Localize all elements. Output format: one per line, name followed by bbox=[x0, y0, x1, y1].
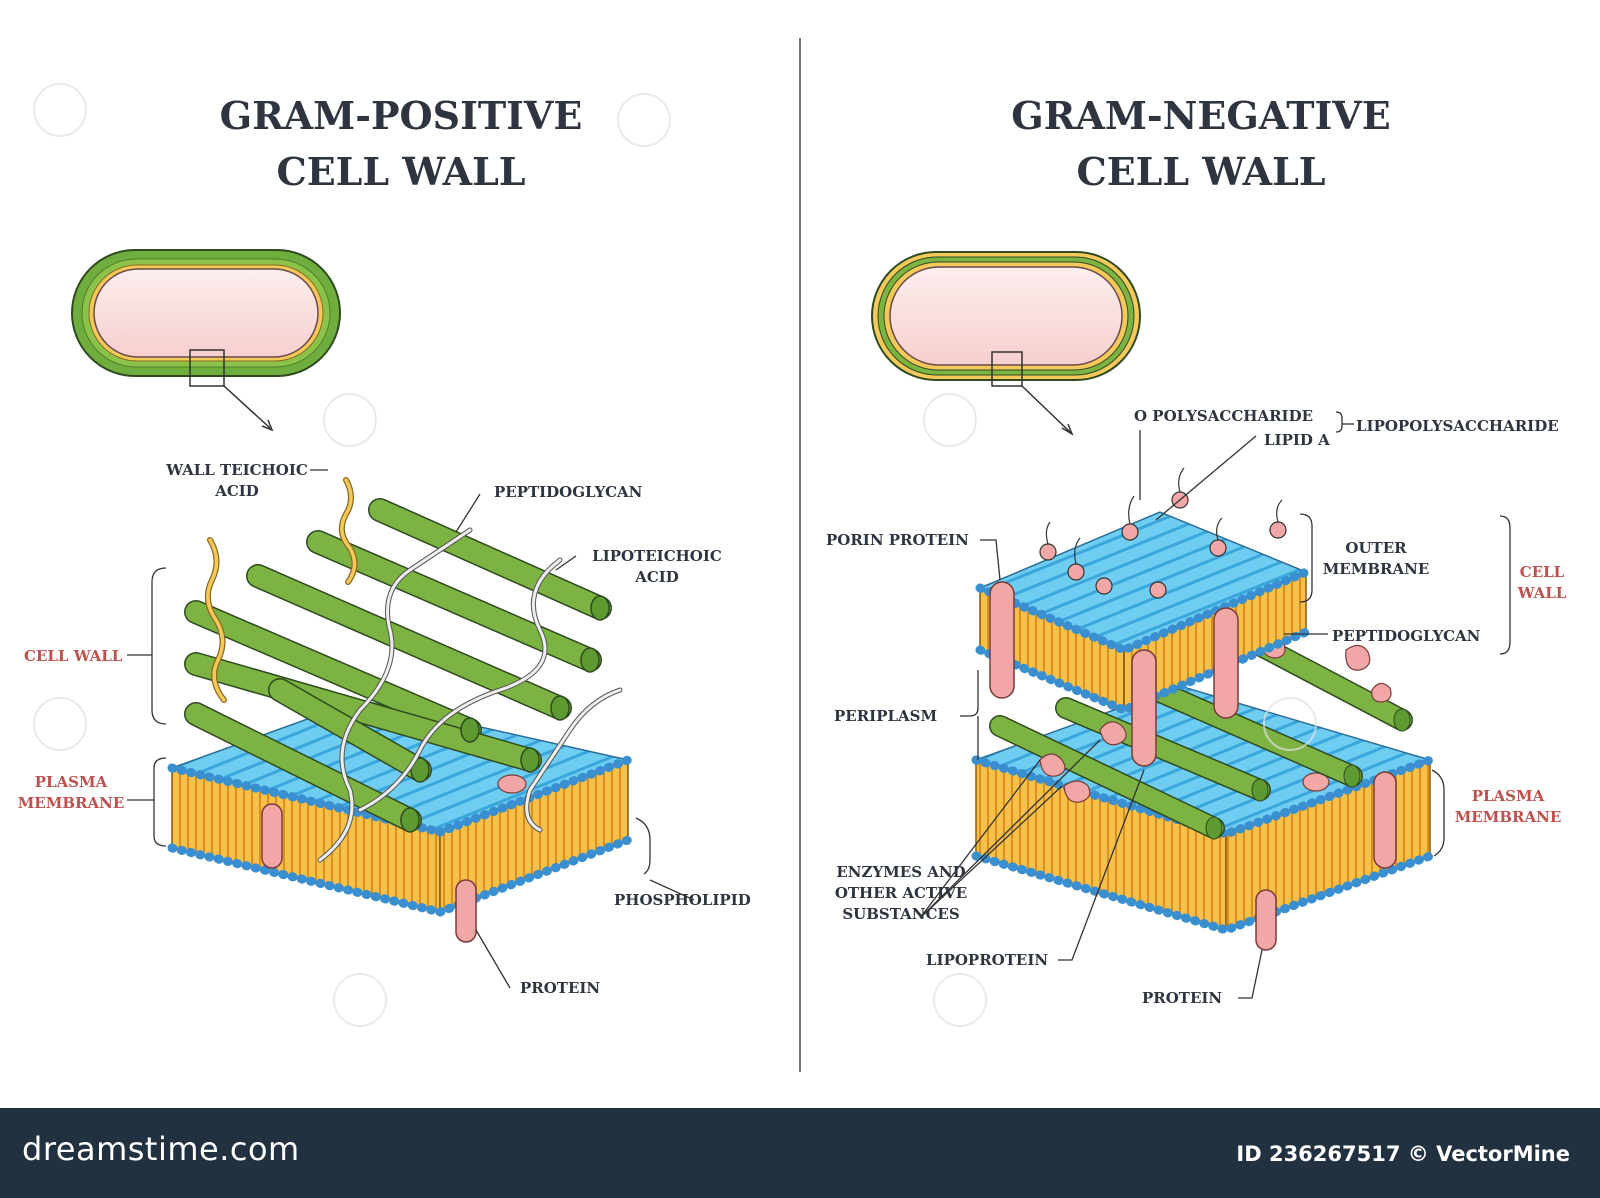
label-cell-wall-right: CELL WALL bbox=[1512, 562, 1572, 604]
label-wall-teichoic-line2: ACID bbox=[215, 482, 259, 500]
gram-negative-title-line2: CELL WALL bbox=[1076, 149, 1326, 194]
label-cell-wall-right-line1: CELL bbox=[1519, 563, 1565, 581]
label-protein-left: PROTEIN bbox=[520, 979, 601, 997]
gram-negative-outer-membrane bbox=[975, 511, 1311, 767]
label-enzymes-line2: OTHER ACTIVE bbox=[834, 884, 968, 902]
label-enzymes-line1: ENZYMES AND bbox=[836, 863, 966, 881]
label-enzymes: ENZYMES AND OTHER ACTIVE SUBSTANCES bbox=[828, 862, 974, 925]
gram-negative-title-line1: GRAM-NEGATIVE bbox=[1011, 93, 1391, 138]
label-outer-line1: OUTER bbox=[1345, 539, 1407, 557]
label-periplasm: PERIPLASM bbox=[834, 707, 938, 725]
label-peptidoglycan-right: PEPTIDOGLYCAN bbox=[1332, 627, 1481, 645]
label-outer-line2: MEMBRANE bbox=[1322, 560, 1430, 578]
label-lipoteichoic-line1: LIPOTEICHOIC bbox=[592, 547, 722, 565]
footer-logo[interactable]: dreamstime.com bbox=[22, 1130, 300, 1168]
label-plasma-right-line1: PLASMA bbox=[1471, 787, 1545, 805]
label-enzymes-line3: SUBSTANCES bbox=[842, 905, 960, 923]
label-peptidoglycan-left: PEPTIDOGLYCAN bbox=[494, 483, 643, 501]
label-wall-teichoic-line1: WALL TEICHOIC bbox=[166, 461, 308, 479]
label-plasma-membrane-right: PLASMA MEMBRANE bbox=[1450, 786, 1566, 828]
watermark bbox=[33, 83, 1317, 1027]
label-outer-membrane: OUTER MEMBRANE bbox=[1318, 538, 1434, 580]
gram-negative-title: GRAM-NEGATIVE CELL WALL bbox=[941, 88, 1461, 200]
gram-negative-cell-icon bbox=[871, 251, 1141, 436]
label-lipopolysaccharide: LIPOPOLYSACCHARIDE bbox=[1356, 417, 1559, 435]
gram-negative-peptidoglycan-rods bbox=[989, 629, 1413, 840]
label-lipid-a: LIPID A bbox=[1264, 431, 1330, 449]
gram-positive-title-line2: CELL WALL bbox=[276, 149, 526, 194]
label-plasma-left-line1: PLASMA bbox=[34, 773, 108, 791]
gram-positive-cell-icon bbox=[71, 249, 341, 432]
label-cell-wall-left: CELL WALL bbox=[24, 647, 123, 665]
left-leader-lines bbox=[127, 469, 695, 989]
footer-bar: dreamstime.com ID 236267517 © VectorMine bbox=[0, 1108, 1600, 1198]
label-protein-right: PROTEIN bbox=[1142, 989, 1223, 1007]
right-leader-lines bbox=[919, 411, 1511, 999]
gram-positive-title-line1: GRAM-POSITIVE bbox=[219, 93, 583, 138]
label-lipoteichoic-acid: LIPOTEICHOIC ACID bbox=[582, 546, 732, 588]
diagram-art bbox=[33, 38, 1511, 1072]
footer-image-id: ID 236267517 © VectorMine bbox=[1236, 1142, 1570, 1166]
label-o-polysaccharide: O POLYSACCHARIDE bbox=[1134, 407, 1314, 425]
label-wall-teichoic-acid: WALL TEICHOIC ACID bbox=[162, 460, 312, 502]
label-phospholipid: PHOSPHOLIPID bbox=[614, 891, 751, 909]
label-porin-protein: PORIN PROTEIN bbox=[826, 531, 969, 549]
teichoic-acid-strands bbox=[204, 477, 623, 863]
label-lipoprotein: LIPOPROTEIN bbox=[926, 951, 1049, 969]
label-plasma-membrane-left: PLASMA MEMBRANE bbox=[12, 772, 130, 814]
label-cell-wall-right-line2: WALL bbox=[1517, 584, 1567, 602]
label-lipoteichoic-line2: ACID bbox=[635, 568, 679, 586]
label-plasma-right-line2: MEMBRANE bbox=[1454, 808, 1562, 826]
gram-positive-title: GRAM-POSITIVE CELL WALL bbox=[141, 88, 661, 200]
label-plasma-left-line2: MEMBRANE bbox=[17, 794, 125, 812]
diagram-stage: GRAM-POSITIVE CELL WALL GRAM-NEGATIVE CE… bbox=[12, 38, 1572, 1072]
